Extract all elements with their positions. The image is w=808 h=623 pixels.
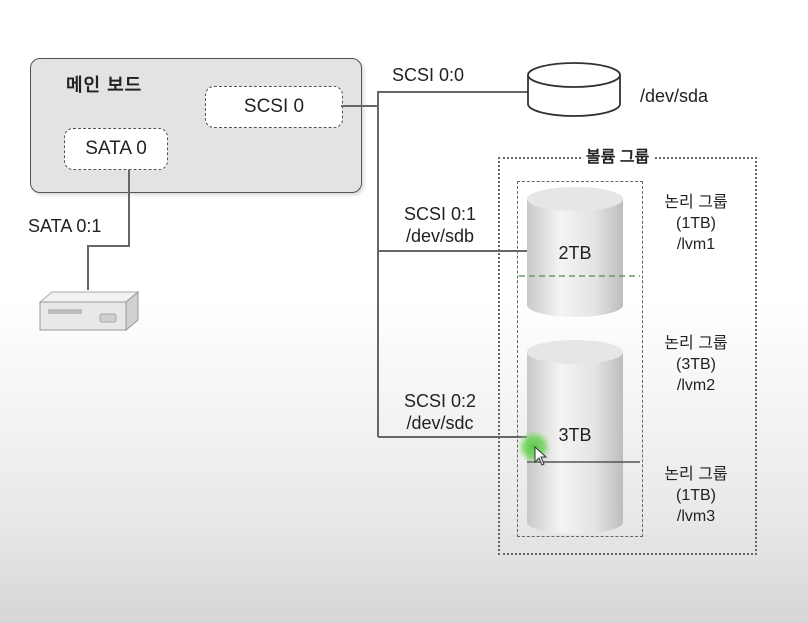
disk-sdb-size: 2TB (558, 243, 592, 263)
dev-sda-label: /dev/sda (640, 86, 709, 106)
optical-drive (38, 290, 140, 332)
sata-0-1-label: SATA 0:1 (28, 216, 102, 236)
logical-group-1-name: 논리 그룹 (664, 194, 728, 211)
logical-group-2-size: (3TB) (676, 356, 716, 373)
mouse-cursor (517, 430, 551, 466)
disk-sdc (527, 340, 623, 534)
disk-sdc-size: 3TB (558, 425, 592, 445)
logical-group-1: 논리 그룹 (1TB) /lvm1 (651, 192, 741, 255)
scsi-port-0: SCSI 0 (205, 86, 343, 128)
scsi-bus-link (341, 91, 528, 107)
scsi-0-2-label: SCSI 0:2 (403, 391, 477, 411)
scsi-0-0-label: SCSI 0:0 (392, 65, 465, 85)
logical-group-1-path: /lvm1 (676, 236, 716, 253)
logical-group-3-size: (1TB) (676, 487, 716, 504)
logical-group-1-size: (1TB) (676, 215, 716, 232)
mainboard-title: 메인 보드 (66, 75, 143, 95)
logical-group-3-path: /lvm3 (676, 508, 716, 525)
sata-cable (87, 170, 130, 290)
scsi-0-1-label: SCSI 0:1 (403, 204, 477, 224)
dev-sdc-label: /dev/sdc (406, 413, 474, 433)
logical-group-2-name: 논리 그룹 (664, 335, 728, 352)
disk-sda (527, 62, 621, 117)
logical-group-3: 논리 그룹 (1TB) /lvm3 (651, 464, 741, 527)
dev-sdb-label: /dev/sdb (405, 226, 475, 246)
logical-group-2: 논리 그룹 (3TB) /lvm2 (651, 333, 741, 396)
logical-group-3-name: 논리 그룹 (664, 466, 728, 483)
logical-group-2-path: /lvm2 (676, 377, 716, 394)
sata-port-0: SATA 0 (64, 128, 168, 170)
disk-sdb (527, 187, 623, 317)
physical-volume-box (517, 181, 643, 537)
volume-group-title: 볼륨 그룹 (582, 143, 654, 167)
